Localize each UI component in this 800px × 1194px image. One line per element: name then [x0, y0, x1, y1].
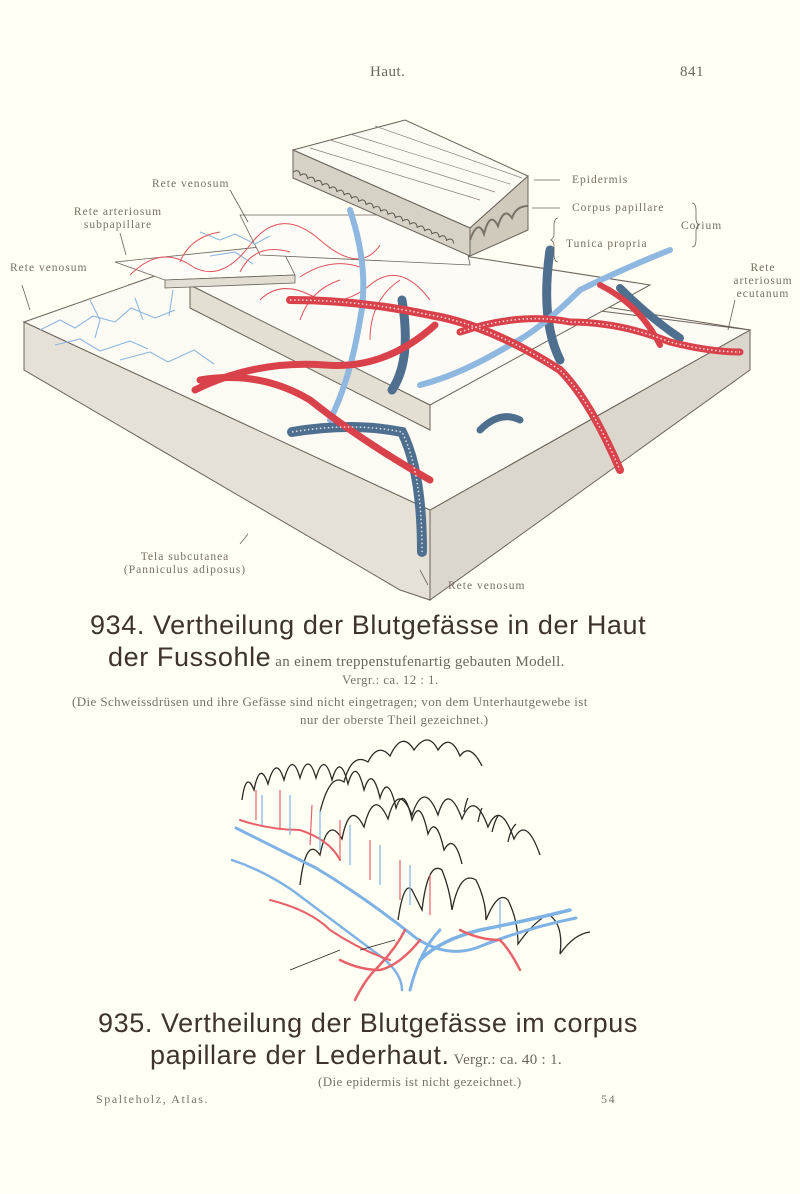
label-line: Rete [750, 262, 776, 274]
figure-934-illustration [21, 119, 752, 601]
figure-935-title: 935. Vertheilung der Blutgefässe im corp… [98, 1008, 639, 1038]
label-tela-subcutanea: Tela subcutanea (Panniculus adiposus) [115, 551, 255, 577]
label-rete-venosum-bottom: Rete venosum [448, 580, 526, 592]
figure-934-title-bold: der Fussohle [108, 642, 272, 672]
figure-934-title: 934. Vertheilung der Blutgefässe in der … [90, 610, 647, 640]
label-tunica-propria: Tunica propria [566, 238, 648, 250]
figure-934-note-line1: (Die Schweissdrüsen und ihre Gefässe sin… [72, 694, 588, 709]
footer-signature: 54 [601, 1092, 617, 1106]
figure-934-title-rest: an einem treppenstufenartig gebauten Mod… [275, 654, 565, 670]
label-line: subpapillare [83, 219, 153, 231]
page-number: 841 [680, 64, 704, 80]
label-rete-venosum-top: Rete venosum [152, 178, 230, 190]
footer-source: Spalteholz, Atlas. [96, 1092, 210, 1106]
label-rete-venosum-left: Rete venosum [10, 262, 88, 274]
figure-934-magnification: Vergr.: ca. 12 : 1. [342, 672, 439, 687]
label-line: arteriosum [733, 275, 793, 287]
figure-934-note-line2: nur der oberste Theil gezeichnet.) [300, 712, 489, 727]
label-corium: Corium [681, 220, 723, 232]
label-line: ecutanum [736, 288, 790, 300]
label-corpus-papillare: Corpus papillare [572, 202, 665, 214]
label-line: Tela subcutanea [140, 551, 230, 563]
figure-934-title-line2: der Fussohle an einem treppenstufenartig… [108, 642, 565, 673]
figure-935-magnification: Vergr.: ca. 40 : 1. [453, 1052, 562, 1068]
running-title: Haut. [370, 64, 406, 80]
label-epidermis: Epidermis [572, 174, 629, 186]
figure-935-title-bold: papillare der Lederhaut. [150, 1040, 450, 1070]
label-rete-arteriosum-cutaneum: Rete arteriosum ecutanum [728, 262, 798, 301]
label-line: Rete arteriosum [73, 206, 163, 218]
label-rete-arteriosum-subpapillare: Rete arteriosum subpapillare [68, 206, 168, 232]
figure-935-title-line2: papillare der Lederhaut. Vergr.: ca. 40 … [150, 1040, 562, 1071]
figure-935-note: (Die epidermis ist nicht gezeichnet.) [318, 1074, 522, 1089]
label-line: (Panniculus adiposus) [123, 564, 247, 576]
